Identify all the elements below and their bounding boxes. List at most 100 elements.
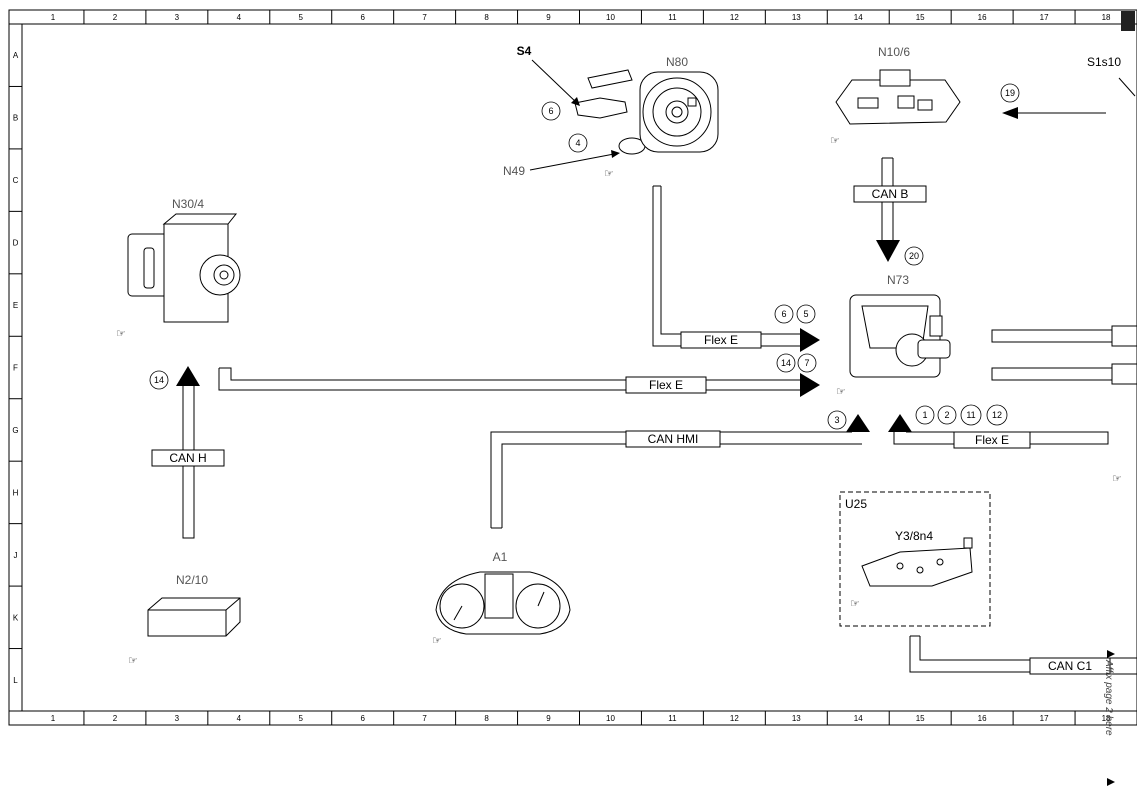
callout-14b: 14 <box>149 370 169 390</box>
n30-4-label: N30/4 <box>172 197 204 211</box>
column-number: 10 <box>606 13 615 22</box>
svg-text:4: 4 <box>575 138 580 148</box>
steering-column-module <box>574 69 719 155</box>
column-number: 11 <box>668 13 677 22</box>
n73-output-1 <box>991 329 1113 343</box>
column-number: 18 <box>1102 13 1111 22</box>
n73-label: N73 <box>887 273 909 287</box>
can-h-label: CAN H <box>169 451 206 465</box>
can-b-label: CAN B <box>872 187 909 201</box>
n2-10-label: N2/10 <box>176 573 208 587</box>
svg-text:6: 6 <box>548 106 553 116</box>
callout-3: 3 <box>827 410 847 430</box>
column-number: 2 <box>113 714 118 723</box>
n10-6-module <box>835 69 961 125</box>
u25-label: U25 <box>845 497 867 511</box>
svg-text:14: 14 <box>154 375 164 385</box>
column-number: 8 <box>484 13 489 22</box>
s1s10-label: S1s10 <box>1087 55 1121 69</box>
column-number: 14 <box>854 13 863 22</box>
u25-boundary <box>839 491 991 627</box>
hand-icon-n73: ☞ <box>836 386 846 398</box>
svg-text:2: 2 <box>944 410 949 420</box>
svg-text:20: 20 <box>909 251 919 261</box>
column-number: 5 <box>299 714 304 723</box>
svg-text:6: 6 <box>781 309 786 319</box>
svg-text:7: 7 <box>804 358 809 368</box>
row-letter: K <box>13 613 19 622</box>
callout-19: 19 <box>1000 83 1020 103</box>
callout-12: 12 <box>986 404 1008 426</box>
row-letter: J <box>14 551 18 560</box>
svg-text:14: 14 <box>781 358 791 368</box>
callout-1: 1 <box>915 405 935 425</box>
hand-icon-right: ☞ <box>1112 473 1122 485</box>
hand-icon-n80: ☞ <box>604 168 614 180</box>
column-number: 7 <box>422 714 427 723</box>
column-number: 14 <box>854 714 863 723</box>
column-number: 16 <box>978 714 987 723</box>
svg-text:19: 19 <box>1005 88 1015 98</box>
flex-e-label-3: Flex E <box>975 433 1009 447</box>
flex-e-label-1: Flex E <box>704 333 738 347</box>
column-number: 2 <box>113 13 118 22</box>
column-number: 16 <box>978 13 987 22</box>
y3-8n4-label: Y3/8n4 <box>895 529 933 543</box>
a1-instrument-cluster <box>435 571 571 635</box>
hand-icon-y3-8n4: ☞ <box>850 598 860 610</box>
column-number: 1 <box>51 714 56 723</box>
row-letter: L <box>13 676 18 685</box>
row-letter: E <box>13 301 18 310</box>
n30-4-module <box>127 213 241 323</box>
can-c1-label: CAN C1 <box>1048 659 1092 673</box>
column-number: 18 <box>1102 714 1111 723</box>
column-number: 7 <box>422 13 427 22</box>
row-letter: C <box>13 176 19 185</box>
column-number: 17 <box>1040 714 1049 723</box>
n80-label: N80 <box>666 55 688 69</box>
n73-module <box>849 294 951 378</box>
svg-text:5: 5 <box>803 309 808 319</box>
column-number: 17 <box>1040 13 1049 22</box>
column-number: 13 <box>792 13 801 22</box>
n73-output-2 <box>991 367 1113 381</box>
flex-e-line-n30-4 <box>218 367 800 391</box>
column-number: 1 <box>51 13 56 22</box>
row-letter: D <box>13 239 19 248</box>
callout-5: 5 <box>796 304 816 324</box>
row-letter: G <box>12 426 18 435</box>
column-number: 6 <box>360 714 365 723</box>
column-number: 5 <box>299 13 304 22</box>
svg-text:12: 12 <box>992 410 1002 420</box>
can-hmi-line <box>490 431 862 529</box>
n10-6-label: N10/6 <box>878 45 910 59</box>
column-number: 13 <box>792 714 801 723</box>
column-number: 12 <box>730 714 739 723</box>
column-number: 4 <box>237 13 242 22</box>
hand-icon-n2-10: ☞ <box>128 655 138 667</box>
svg-text:3: 3 <box>834 415 839 425</box>
column-number: 12 <box>730 13 739 22</box>
hand-icon-n10-6: ☞ <box>830 135 840 147</box>
column-number: 11 <box>668 714 677 723</box>
n2-10-module <box>147 597 241 637</box>
callout-11: 11 <box>960 404 982 426</box>
callout-7: 7 <box>797 353 817 373</box>
row-letter: H <box>13 488 19 497</box>
column-number: 9 <box>546 714 551 723</box>
column-number: 15 <box>916 714 925 723</box>
column-number: 9 <box>546 13 551 22</box>
flex-e-line-n80 <box>652 185 800 347</box>
callout-14a: 14 <box>776 353 796 373</box>
hand-icon-a1: ☞ <box>432 635 442 647</box>
column-number: 4 <box>237 714 242 723</box>
n49-label: N49 <box>503 164 525 178</box>
row-letter: B <box>13 114 18 123</box>
column-number: 3 <box>175 714 180 723</box>
affix-page-note: Affix page 2 here <box>1103 659 1114 736</box>
column-number: 15 <box>916 13 925 22</box>
